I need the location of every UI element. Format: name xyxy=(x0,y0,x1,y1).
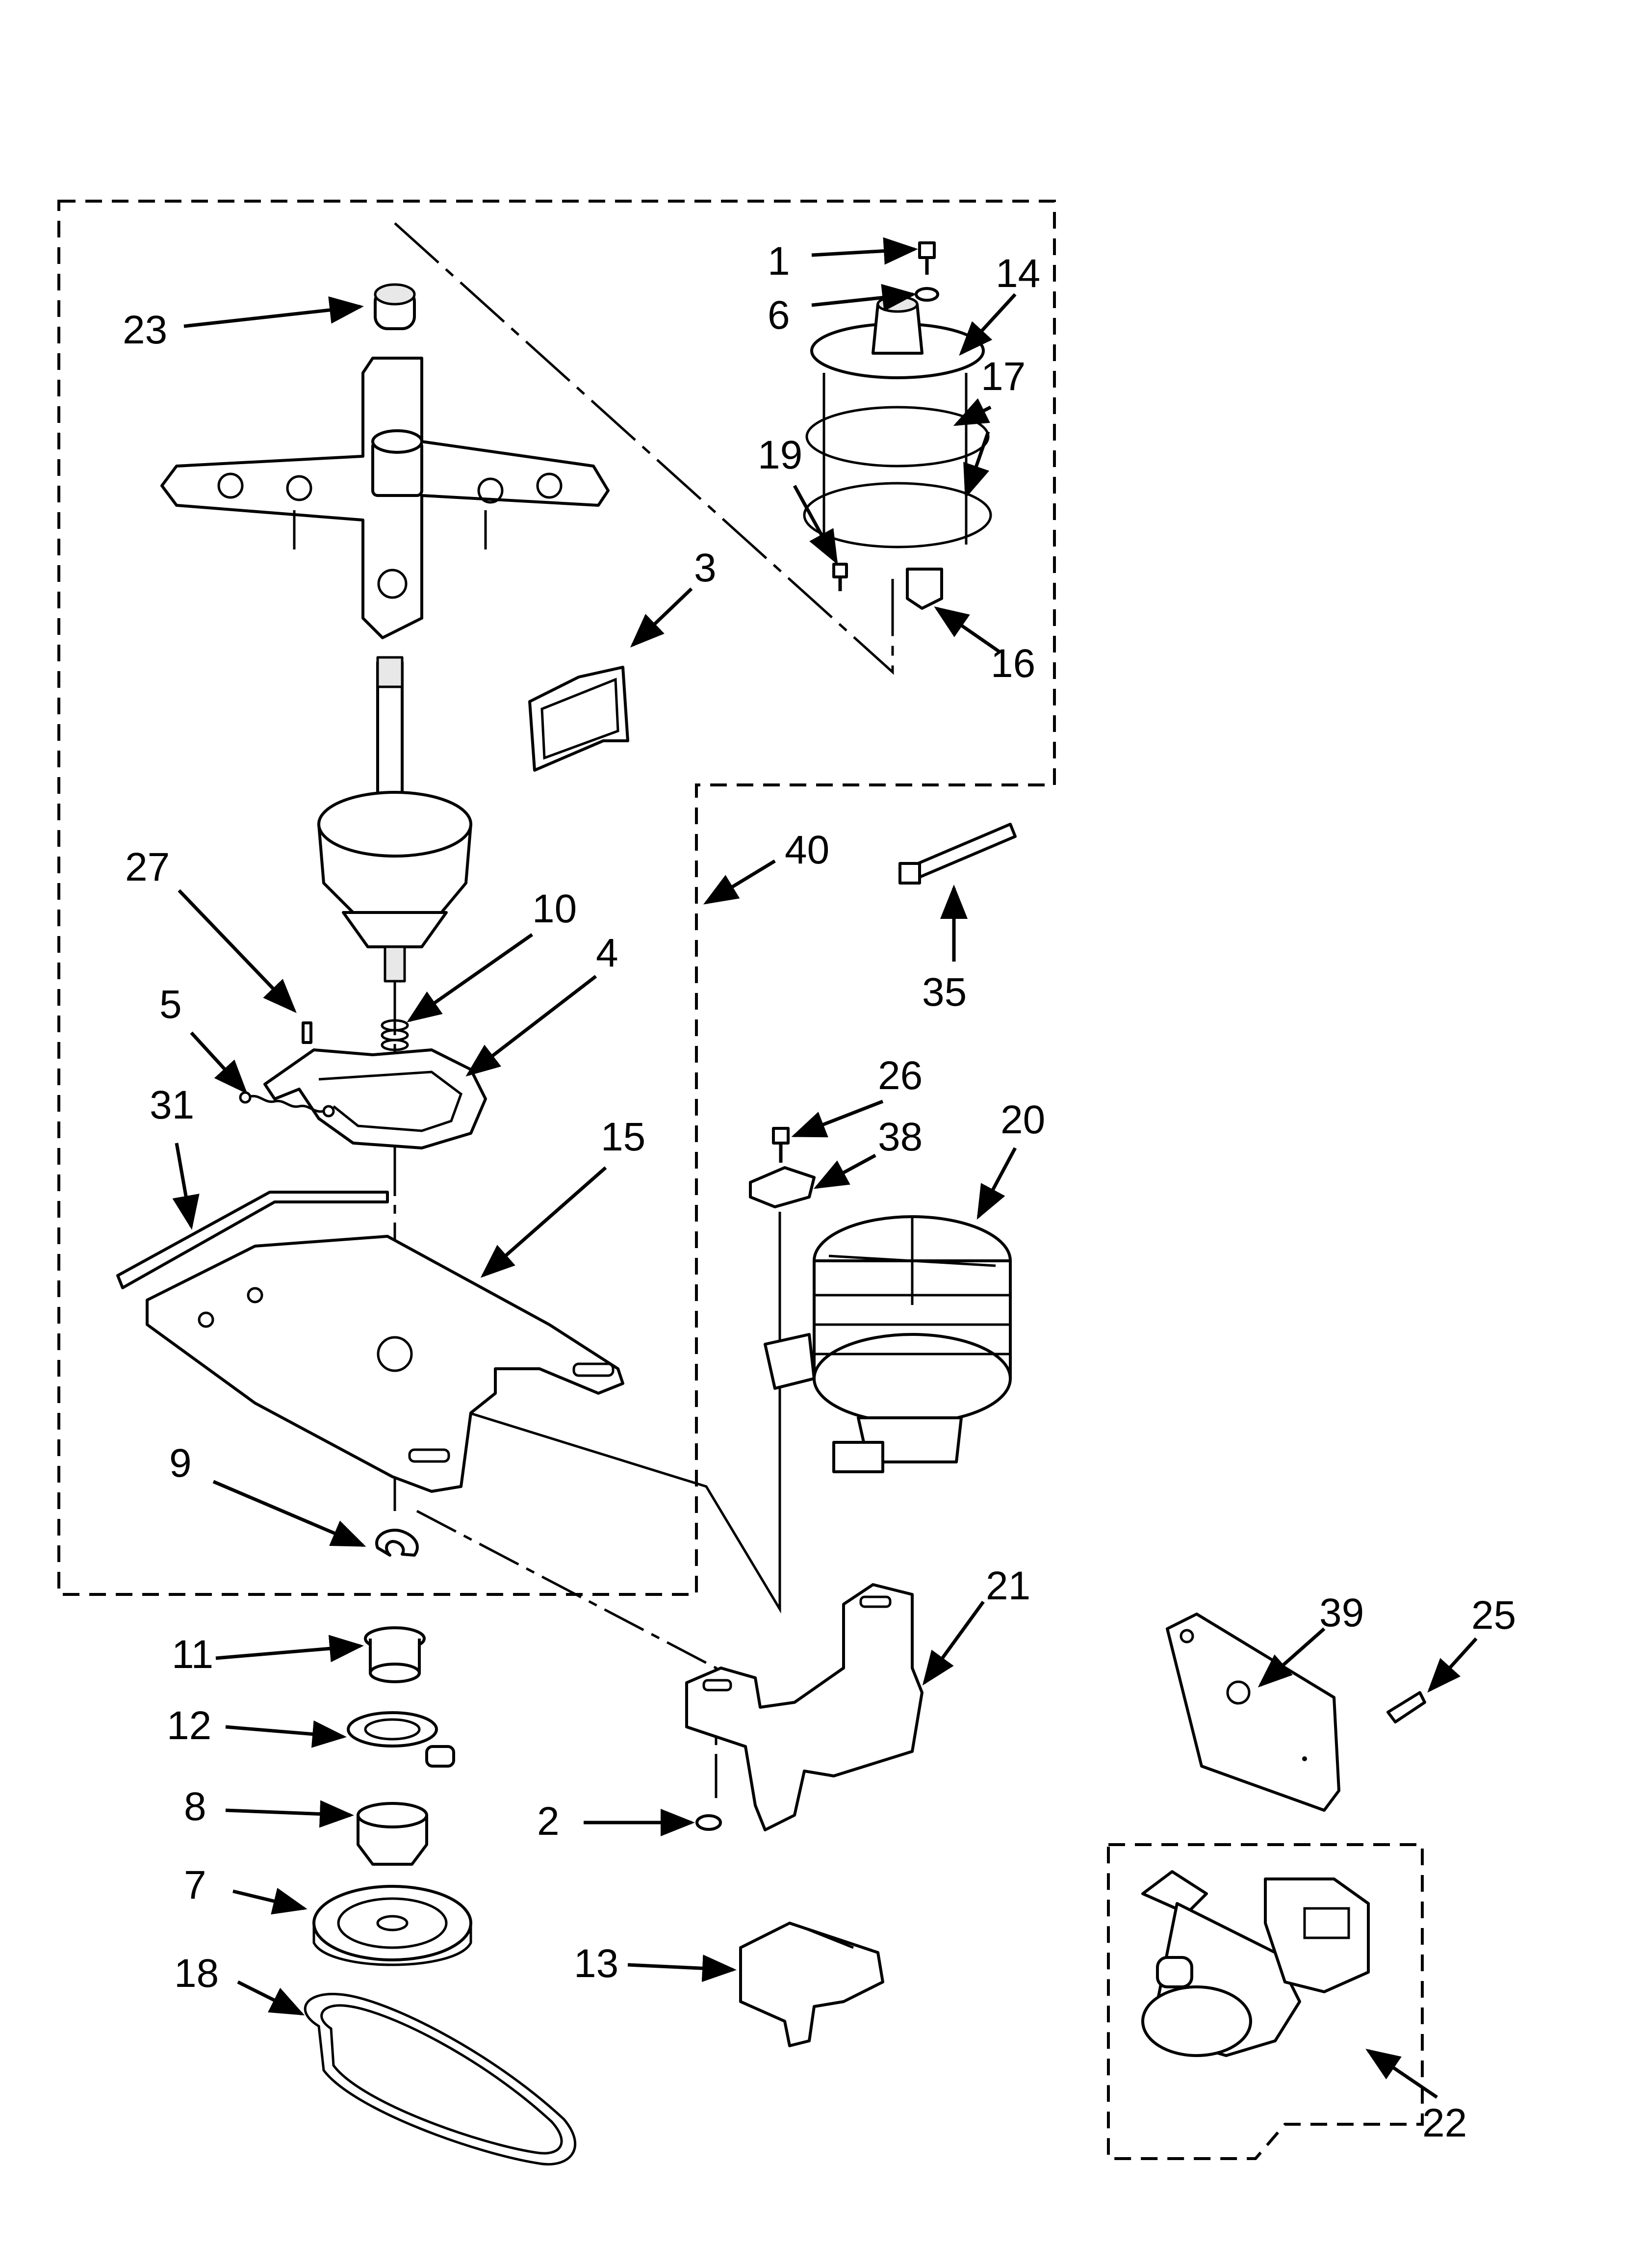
part-25-screw xyxy=(1386,1691,1426,1723)
part-7-pulley xyxy=(312,1885,472,1966)
part-23-cap xyxy=(374,283,416,330)
callout-2: 2 xyxy=(537,1799,560,1844)
part-20-motor xyxy=(764,1215,1012,1473)
drive-hub-spider xyxy=(160,357,610,639)
callout-3: 3 xyxy=(694,546,717,590)
part-14-mount xyxy=(810,295,985,379)
callout-1: 1 xyxy=(768,239,790,284)
callout-23: 23 xyxy=(123,308,167,352)
part-27-pin xyxy=(302,1021,312,1044)
callout-14: 14 xyxy=(996,251,1040,296)
callout-17: 17 xyxy=(981,354,1026,399)
callout-5: 5 xyxy=(159,982,182,1027)
part-17-gaskets xyxy=(803,373,992,548)
callout-31: 31 xyxy=(150,1083,194,1127)
part-8-hub xyxy=(357,1802,428,1866)
callout-35: 35 xyxy=(922,970,967,1015)
callout-15: 15 xyxy=(601,1115,645,1159)
part-39-plate xyxy=(1166,1613,1340,1812)
callout-6: 6 xyxy=(768,293,790,338)
part-9-clip xyxy=(375,1529,419,1557)
callout-38: 38 xyxy=(878,1115,923,1159)
callout-numbers: 23 1 6 14 17 19 16 3 40 35 27 10 4 5 31 … xyxy=(123,239,1516,2145)
callout-22: 22 xyxy=(1422,2101,1467,2145)
part-16-clip xyxy=(906,568,943,610)
part-10-spring xyxy=(381,1019,409,1051)
part-22-pump xyxy=(1141,1870,1370,2057)
callout-16: 16 xyxy=(991,641,1035,686)
transmission xyxy=(317,656,472,983)
callout-10: 10 xyxy=(532,886,577,931)
callout-21: 21 xyxy=(986,1564,1030,1608)
callout-39: 39 xyxy=(1319,1590,1364,1635)
part-2-nut xyxy=(695,1814,722,1831)
callout-8: 8 xyxy=(184,1784,206,1829)
callout-40: 40 xyxy=(785,828,829,872)
part-12-bracket xyxy=(347,1711,455,1768)
part-35-cable-tie xyxy=(898,823,1017,885)
part-21-bracket xyxy=(685,1583,924,1831)
callout-25: 25 xyxy=(1471,1593,1516,1638)
part-6-washer xyxy=(915,287,939,302)
part-4-brake-band xyxy=(263,1048,487,1149)
assembly-boundaries xyxy=(57,200,1424,2160)
part-1-screw xyxy=(918,241,936,275)
part-18-belt xyxy=(304,1993,576,2165)
callout-7: 7 xyxy=(184,1863,206,1907)
part-38-bracket xyxy=(749,1166,816,1208)
part-19-screw xyxy=(832,563,848,591)
callout-27: 27 xyxy=(125,845,170,889)
callout-4: 4 xyxy=(596,931,618,975)
callout-13: 13 xyxy=(574,1941,618,1986)
part-26-screw xyxy=(772,1127,790,1163)
part-31-strip xyxy=(116,1191,389,1289)
callout-19: 19 xyxy=(758,433,802,477)
part-3-gasket xyxy=(528,666,629,772)
part-13-switch xyxy=(739,1922,884,2047)
callout-18: 18 xyxy=(174,1951,219,1996)
callout-leaders xyxy=(172,237,1478,2099)
callout-26: 26 xyxy=(878,1053,923,1098)
callout-9: 9 xyxy=(169,1441,192,1486)
callout-20: 20 xyxy=(1001,1097,1045,1142)
callout-11: 11 xyxy=(172,1632,213,1677)
part-15-base-plate xyxy=(146,1235,624,1493)
part-11-bushing xyxy=(364,1626,426,1683)
callout-12: 12 xyxy=(167,1703,211,1748)
